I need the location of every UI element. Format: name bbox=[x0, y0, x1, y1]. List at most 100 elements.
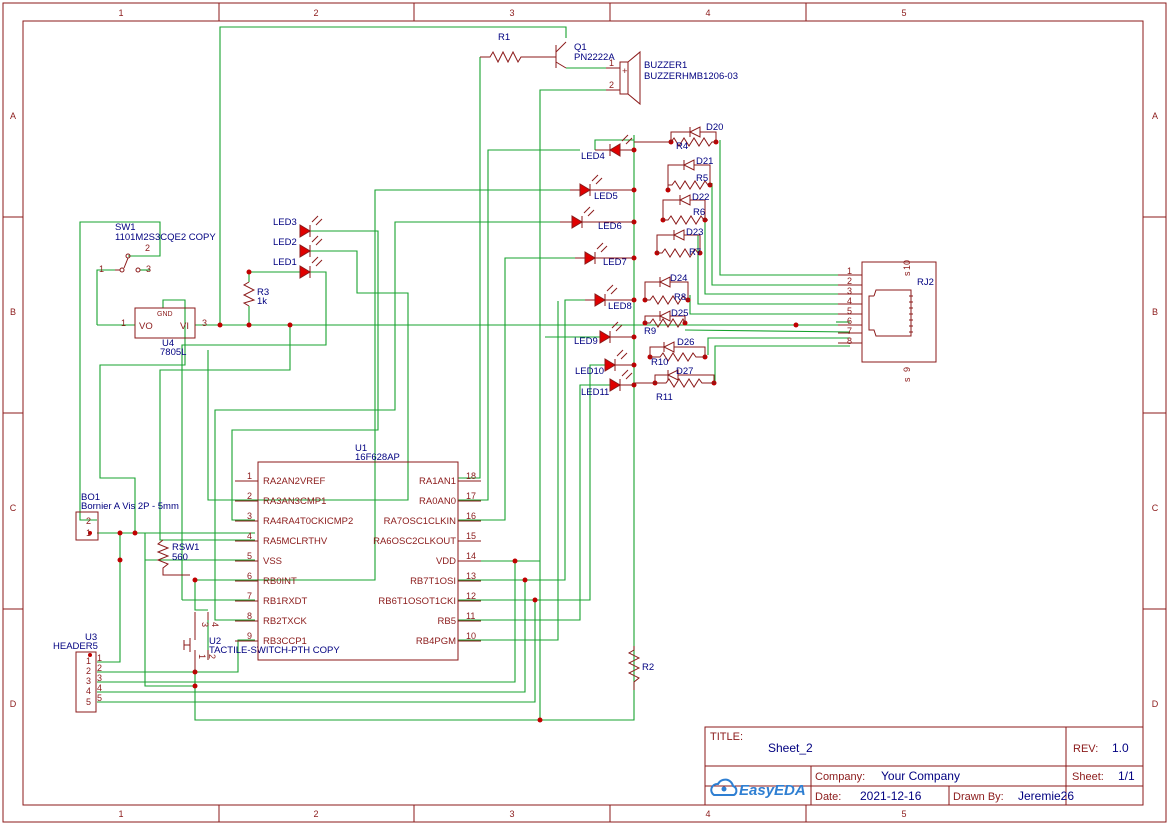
buzzer-buzzer1[interactable]: + 1 2 BUZZER1 BUZZERHMB1206-03 bbox=[606, 50, 738, 106]
pin-name: GND bbox=[157, 311, 173, 318]
diode-d20[interactable]: D20 bbox=[670, 122, 723, 142]
component-value: 7805L bbox=[160, 347, 186, 358]
wire bbox=[194, 580, 208, 611]
wire bbox=[207, 250, 409, 501]
component-ref: D25 bbox=[671, 308, 688, 319]
wire bbox=[97, 639, 255, 673]
col-label-top: 2 bbox=[313, 8, 318, 18]
component-ref: SW1 bbox=[115, 222, 136, 233]
led-led2[interactable]: LED2 bbox=[273, 235, 323, 258]
drawn-label: Drawn By: bbox=[953, 791, 1004, 803]
pin-number: 2 bbox=[207, 654, 217, 659]
row-label-left: A bbox=[10, 111, 16, 121]
resistor-r6[interactable]: R6 bbox=[663, 207, 708, 225]
led-led10[interactable]: LED10 bbox=[575, 349, 634, 377]
switch-sw1[interactable]: SW1 1101M2S3CQE2 COPY 2 1 3 bbox=[99, 222, 216, 274]
pin-number: 4 bbox=[847, 296, 852, 306]
diode-d25[interactable]: D25 bbox=[644, 308, 688, 323]
pin-number: 3 bbox=[200, 622, 210, 627]
pin-number: 1 bbox=[247, 471, 252, 481]
diode-d27[interactable]: D27 bbox=[654, 366, 715, 383]
row-label-right: B bbox=[1152, 307, 1158, 317]
diode-d22[interactable]: D22 bbox=[662, 192, 709, 220]
pin-number: 2 bbox=[97, 663, 102, 673]
transistor-q1[interactable]: Q1 PN2222A bbox=[545, 41, 615, 69]
diode-d24[interactable]: D24 bbox=[644, 273, 689, 300]
pin-name: RA4RA4T0CKICMP2 bbox=[263, 516, 353, 527]
pin-number: 10 bbox=[902, 260, 912, 270]
wire bbox=[255, 189, 570, 581]
regulator-u4[interactable]: VO VI GND 1 3 U4 7805L bbox=[121, 307, 207, 358]
pin-number: 1 bbox=[86, 656, 91, 666]
col-label-bottom: 1 bbox=[118, 809, 123, 819]
resistor-r7[interactable]: R7 bbox=[657, 247, 702, 258]
frame-labels: 1 2 3 4 5 1 2 3 4 5 A B C D A B C D bbox=[10, 8, 1159, 819]
col-label-bottom: 4 bbox=[705, 809, 710, 819]
pin-number: 1 bbox=[121, 318, 126, 328]
pin-name: RB5 bbox=[438, 616, 456, 627]
title-label: TITLE: bbox=[710, 731, 743, 743]
resistor-r3[interactable]: R3 1k bbox=[242, 281, 269, 307]
pin-name: RA1AN1 bbox=[419, 476, 456, 487]
resistor-r1[interactable]: R1 bbox=[480, 32, 545, 64]
pin-name: RA0AN0 bbox=[419, 496, 456, 507]
pin-number: 7 bbox=[847, 326, 852, 336]
resistor-r4[interactable]: R4 bbox=[634, 137, 716, 152]
component-ref: LED10 bbox=[575, 366, 604, 377]
pin-name: RA6OSC2CLKOUT bbox=[373, 536, 456, 547]
led-led11[interactable]: LED11 bbox=[581, 369, 634, 398]
resistor-r9[interactable]: R9 bbox=[644, 317, 686, 337]
diode-d23[interactable]: D23 bbox=[656, 227, 703, 253]
resistor-r8[interactable]: R8 bbox=[645, 292, 690, 305]
component-ref: R9 bbox=[644, 326, 656, 337]
wire bbox=[144, 533, 195, 687]
resistor-r2[interactable]: R2 bbox=[627, 646, 654, 690]
drawn-value: Jeremie26 bbox=[1018, 789, 1074, 803]
row-label-right: A bbox=[1152, 111, 1158, 121]
terminal-bo1[interactable]: 2 1 BO1 Bornier A Vis 2P - 5mm bbox=[75, 492, 179, 541]
pin-number: 1 bbox=[86, 528, 91, 538]
led-led7[interactable]: LED7 bbox=[575, 242, 634, 268]
led-led4[interactable]: LED4 bbox=[581, 134, 634, 162]
wire bbox=[219, 26, 567, 325]
led-led6[interactable]: LED6 bbox=[560, 206, 634, 232]
pin-label: s bbox=[902, 271, 912, 276]
pin-number: 1 bbox=[197, 654, 207, 659]
led-led3[interactable]: LED3 bbox=[273, 215, 323, 238]
component-ref: D23 bbox=[686, 227, 703, 238]
resistor-rsw1[interactable]: RSW1 560 bbox=[156, 539, 199, 576]
led-led8[interactable]: LED8 bbox=[585, 284, 634, 312]
pin-name: RA2AN2VREF bbox=[263, 476, 325, 487]
resistor-r11[interactable]: R11 bbox=[634, 378, 716, 403]
pin-number: 6 bbox=[847, 316, 852, 326]
component-ref: D26 bbox=[677, 337, 694, 348]
wire bbox=[97, 580, 526, 693]
wire bbox=[458, 149, 580, 501]
led-led5[interactable]: LED5 bbox=[570, 174, 634, 202]
wire bbox=[97, 533, 121, 663]
diode-d26[interactable]: D26 bbox=[649, 337, 706, 357]
led-led1[interactable]: LED1 bbox=[273, 256, 323, 279]
diode-resistor-network: D20 R4 D21 R5 D22 R6 bbox=[634, 122, 723, 403]
pin-number: 18 bbox=[466, 471, 476, 481]
wire bbox=[697, 235, 850, 305]
component-ref: LED4 bbox=[581, 151, 605, 162]
wire bbox=[214, 221, 560, 621]
component-value: 560 bbox=[172, 552, 188, 563]
header-u3[interactable]: 1 2 3 4 5 1 2 3 4 5 U3 HEADER5 bbox=[53, 632, 102, 713]
col-label-top: 1 bbox=[118, 8, 123, 18]
connector-rj2[interactable]: 1 2 3 4 5 6 7 8 RJ2 10 s 9 s bbox=[838, 260, 937, 382]
wire bbox=[96, 269, 115, 325]
diode-d21[interactable]: D21 bbox=[667, 156, 713, 190]
pin-number: 10 bbox=[466, 631, 476, 641]
junction-dot bbox=[192, 577, 198, 583]
switch-u2[interactable]: 3 4 1 2 U2 TACTILE-SWITCH-PTH COPY bbox=[183, 612, 340, 672]
resistor-r10[interactable]: R10 bbox=[650, 352, 705, 368]
date-value: 2021-12-16 bbox=[860, 789, 922, 803]
led-led9[interactable]: LED9 bbox=[574, 321, 634, 347]
junction-dot bbox=[217, 322, 223, 328]
resistor-r5[interactable]: R5 bbox=[668, 173, 712, 190]
